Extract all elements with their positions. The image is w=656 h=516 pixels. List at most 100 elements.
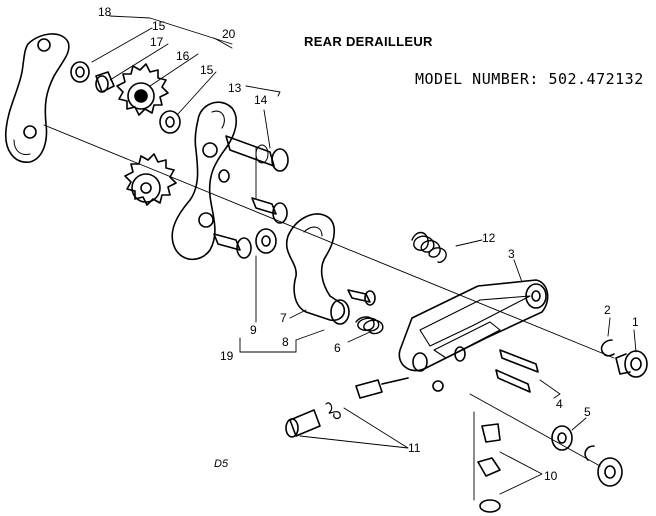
washer-9 [255,228,277,254]
pivot-bolt-end [271,148,289,172]
callout-10: 10 [544,469,558,483]
callout-6: 6 [334,341,341,355]
adjuster-bolt [381,377,409,385]
tension-pulley-hub [131,173,161,203]
tension-pulley-center [140,182,152,194]
leader-14 [263,109,271,149]
guide-pulley-hub [127,82,155,110]
callout-15-top: 15 [152,19,166,33]
main-body-mid-pin [454,346,466,362]
leader-13-bracket [245,85,281,97]
model-label: MODEL NUMBER: [415,70,539,88]
cable-anchor-head [364,290,376,306]
e-ring-bottom [584,445,595,461]
cage-screw-lower-shaft [213,233,241,251]
callout-4: 4 [556,397,563,411]
callout-17: 17 [150,35,164,49]
bottom-nut [597,457,623,487]
pivot-bolt-collar [255,144,269,164]
callout-7: 7 [280,311,287,325]
callout-14: 14 [254,93,268,107]
pivot-arm-boss [330,299,350,325]
diagram-title: REAR DERAILLEUR [304,34,433,49]
main-body-lower-pin [412,352,428,372]
callout-13: 13 [228,81,242,95]
cage-screw-lower-head [236,237,252,259]
washer-9-hole [261,235,271,247]
leader-18 [109,15,233,45]
washer-top-hole [75,66,85,78]
washer-lower [159,110,181,134]
mount-nut-side [615,353,631,375]
leader-15-lower [177,71,217,115]
main-body-slot [433,321,501,359]
outer-plate-hole-top [37,38,51,52]
leader-6 [347,331,371,343]
stop-pin [218,169,230,183]
guide-pulley-center [134,89,148,103]
bottom-nut-hole [604,465,616,479]
callout-1: 1 [632,315,639,329]
assembly-axis-line [43,124,615,359]
callout-19: 19 [220,349,234,363]
cable-anchor-bolt [347,289,371,303]
spring-12 [411,231,447,263]
leader-1 [633,329,637,353]
inner-plate-slot [211,110,225,129]
cable-adjuster-barrel [289,409,321,437]
leader-5 [571,417,587,431]
inner-plate-hole-mid [198,212,214,228]
washer-5 [551,425,573,451]
callout-8: 8 [282,335,289,349]
pivot-arm [285,213,346,322]
adjusting-screw-a [499,349,539,373]
leader-11-bracket [299,407,409,449]
main-body-outer [398,279,549,372]
bushing-17 [95,71,115,93]
leader-4 [539,379,561,399]
inner-plate-hole-top [202,142,218,158]
callout-9: 9 [250,323,257,337]
fastener-nut [477,457,501,477]
leader-12 [455,239,483,247]
outer-cage-plate [5,33,70,163]
callout-12: 12 [482,231,496,245]
callout-11: 11 [408,441,421,455]
outer-plate-edge [13,139,31,155]
inner-cage-plate [171,101,238,261]
callout-16: 16 [176,49,190,63]
washer-5-hole [557,432,567,444]
bushing-end [95,75,109,93]
adjusting-screw-b [495,369,531,393]
mount-nut-hole [630,357,642,371]
leader-16 [149,53,199,87]
callout-18: 18 [98,5,112,19]
leader-3 [513,259,523,283]
callout-5: 5 [584,405,591,419]
leader-20 [213,37,233,49]
leader-17 [109,43,169,81]
pivot-arm-slot [303,226,323,237]
cage-screw-upper-head [272,202,288,224]
callout-labels: 1 2 3 4 5 6 7 8 9 10 11 12 13 14 15 15 1… [98,5,639,483]
leader-15-top [91,27,153,63]
lower-axis-line [469,393,601,467]
spring-hook [432,380,444,392]
tension-pulley [124,153,177,206]
cage-screw-upper-shaft [251,197,277,215]
callout-15-lower: 15 [200,63,214,77]
cable-adjuster-end [285,418,299,438]
e-ring-top [600,339,615,357]
callout-2: 2 [604,303,611,317]
leader-8 [295,329,325,341]
outer-plate-hole-bottom [23,125,37,139]
adjuster-bushing [355,379,383,399]
model-number-line: MODEL NUMBER: 502.472132 [415,70,644,88]
adjuster-spring [325,402,341,420]
fastener-washer [479,499,501,513]
main-body-top-face [419,295,531,347]
main-body-mount-boss [525,283,547,309]
leader-10-bracket [499,451,543,495]
leader-2 [607,317,611,337]
